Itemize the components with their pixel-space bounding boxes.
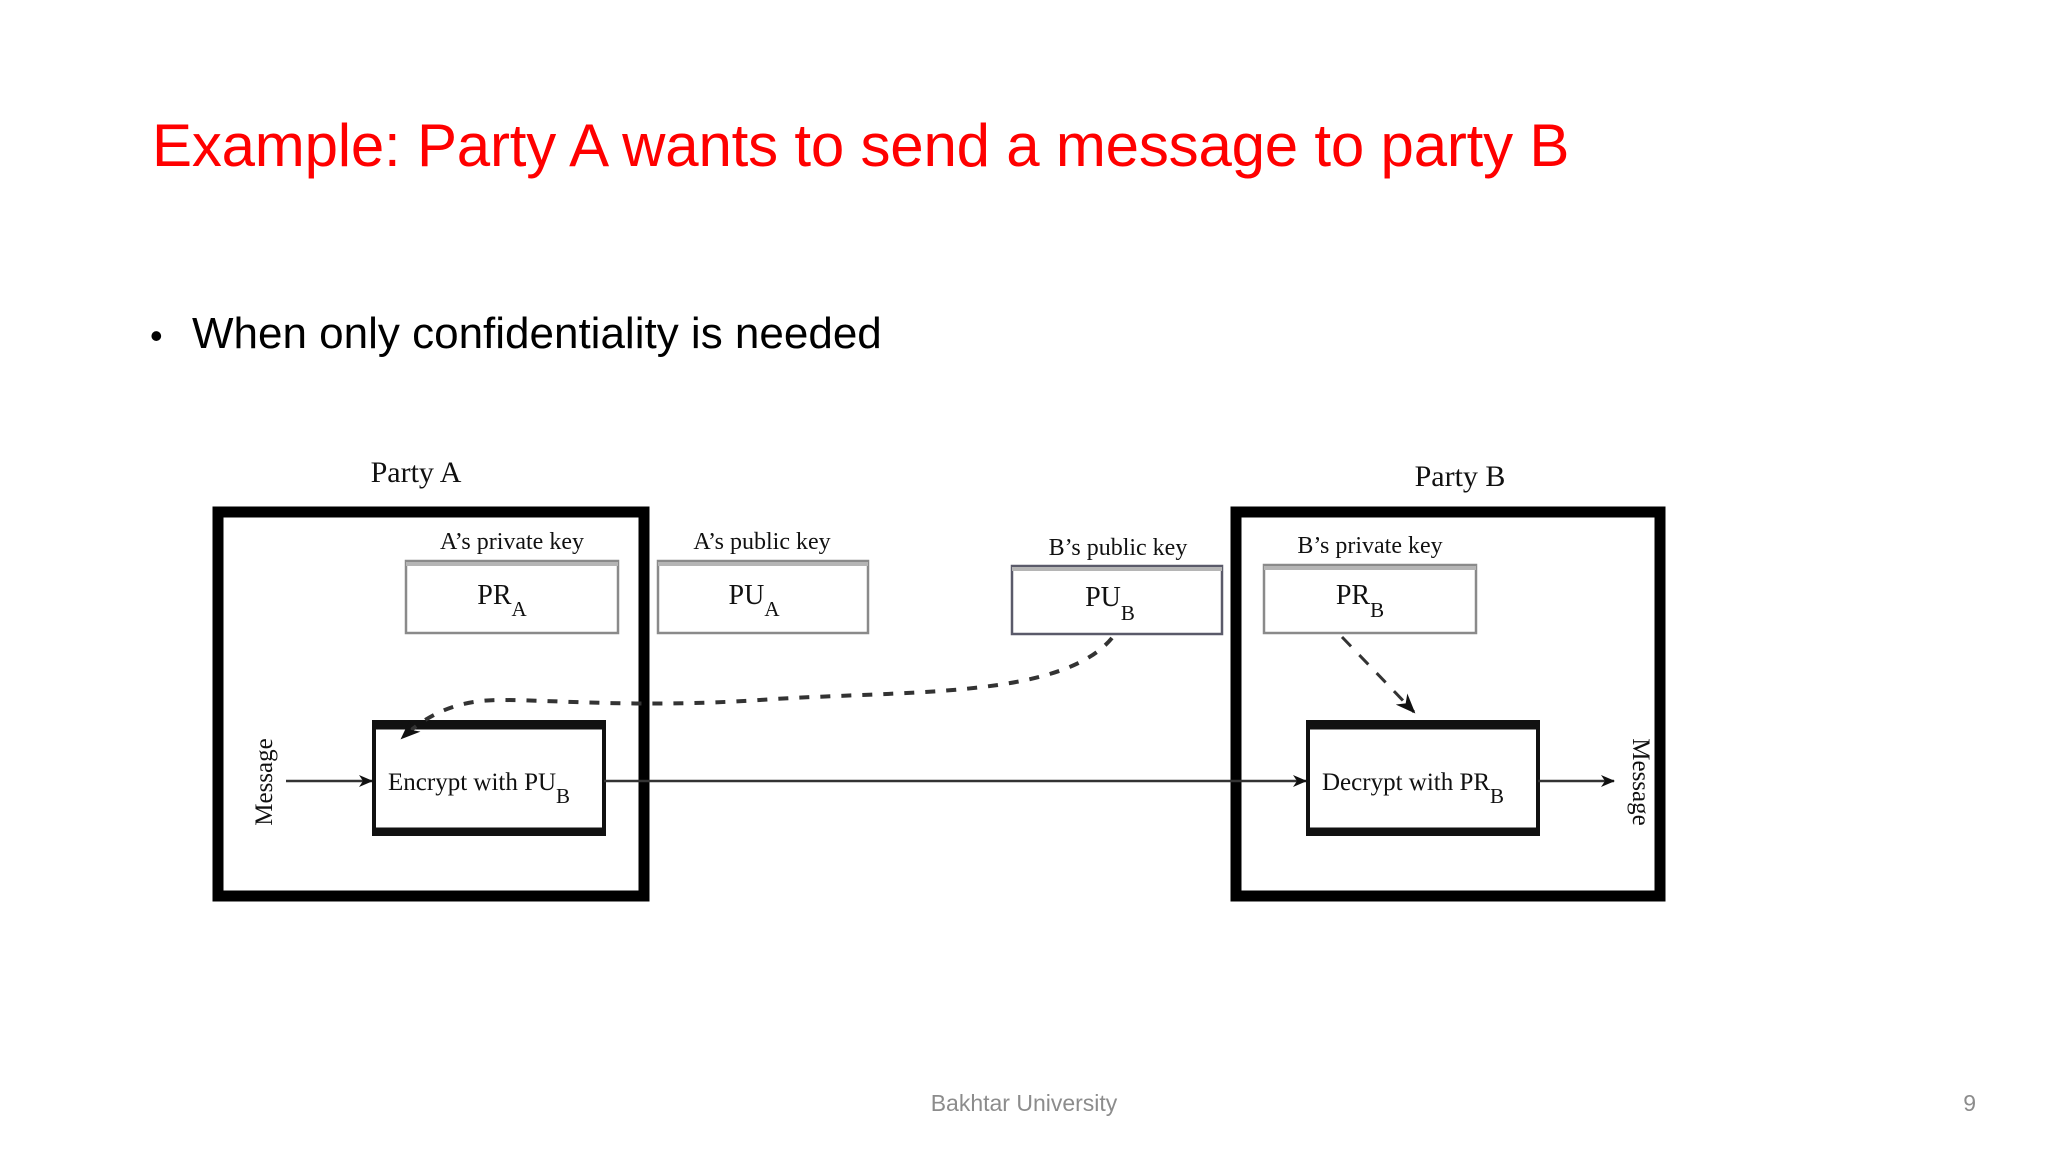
party-b-boundary [1230, 506, 1666, 902]
decrypt-box [1306, 720, 1540, 836]
a-public-key-value: PU [729, 580, 765, 611]
encrypt-box [372, 720, 606, 836]
b-public-key-box [1010, 564, 1224, 636]
page-title: Example: Party A wants to send a message… [152, 112, 1570, 179]
a-public-key-sub: A [764, 597, 780, 621]
b-private-key-label: B’s private key [1297, 533, 1442, 559]
list-item: • When only confidentiality is needed [150, 308, 1910, 361]
b-private-key-value: PR [1336, 580, 1371, 611]
b-private-key-value-group: PRB [1336, 580, 1384, 622]
party-b-title: Party B [1415, 460, 1506, 493]
bullet-text: When only confidentiality is needed [192, 309, 882, 358]
b-public-key-label: B’s public key [1049, 535, 1188, 561]
b-public-key-sub: B [1121, 601, 1135, 625]
a-private-key-box [404, 559, 620, 635]
footer-page-number: 9 [1963, 1090, 1976, 1116]
party-a-boundary [212, 506, 650, 902]
a-private-key-sub: A [512, 597, 528, 621]
a-private-key-value: PR [477, 580, 512, 611]
b-private-key-box [1262, 563, 1478, 635]
b-private-key-sub: B [1370, 598, 1384, 622]
encrypt-box-sub: B [556, 784, 570, 808]
a-private-key-label: A’s private key [440, 529, 584, 555]
public-key-b-to-encrypt-dashed-arrow [400, 636, 1114, 740]
bullet-list: • When only confidentiality is needed [150, 308, 1910, 361]
a-public-key-label: A’s public key [693, 529, 830, 555]
footer-organization: Bakhtar University [930, 1090, 1118, 1116]
decrypt-box-text: Decrypt with PR [1322, 769, 1490, 796]
decrypt-box-text-group: Decrypt with PRB [1322, 769, 1504, 808]
encrypt-box-text-group: Encrypt with PUB [388, 769, 570, 808]
party-a-title: Party A [371, 456, 462, 489]
private-key-b-to-decrypt-dashed-arrow [1340, 635, 1416, 714]
decrypt-box-sub: B [1490, 784, 1504, 808]
bullet-marker-icon: • [150, 315, 163, 356]
a-public-key-box [656, 559, 870, 635]
message-input-label: Message [251, 738, 278, 825]
b-public-key-value: PU [1085, 582, 1121, 613]
a-public-key-value-group: PUA [729, 580, 781, 621]
message-output-label: Message [1627, 738, 1654, 825]
encrypt-box-text: Encrypt with PU [388, 769, 556, 796]
a-private-key-value-group: PRA [477, 580, 527, 621]
b-public-key-value-group: PUB [1085, 582, 1135, 625]
